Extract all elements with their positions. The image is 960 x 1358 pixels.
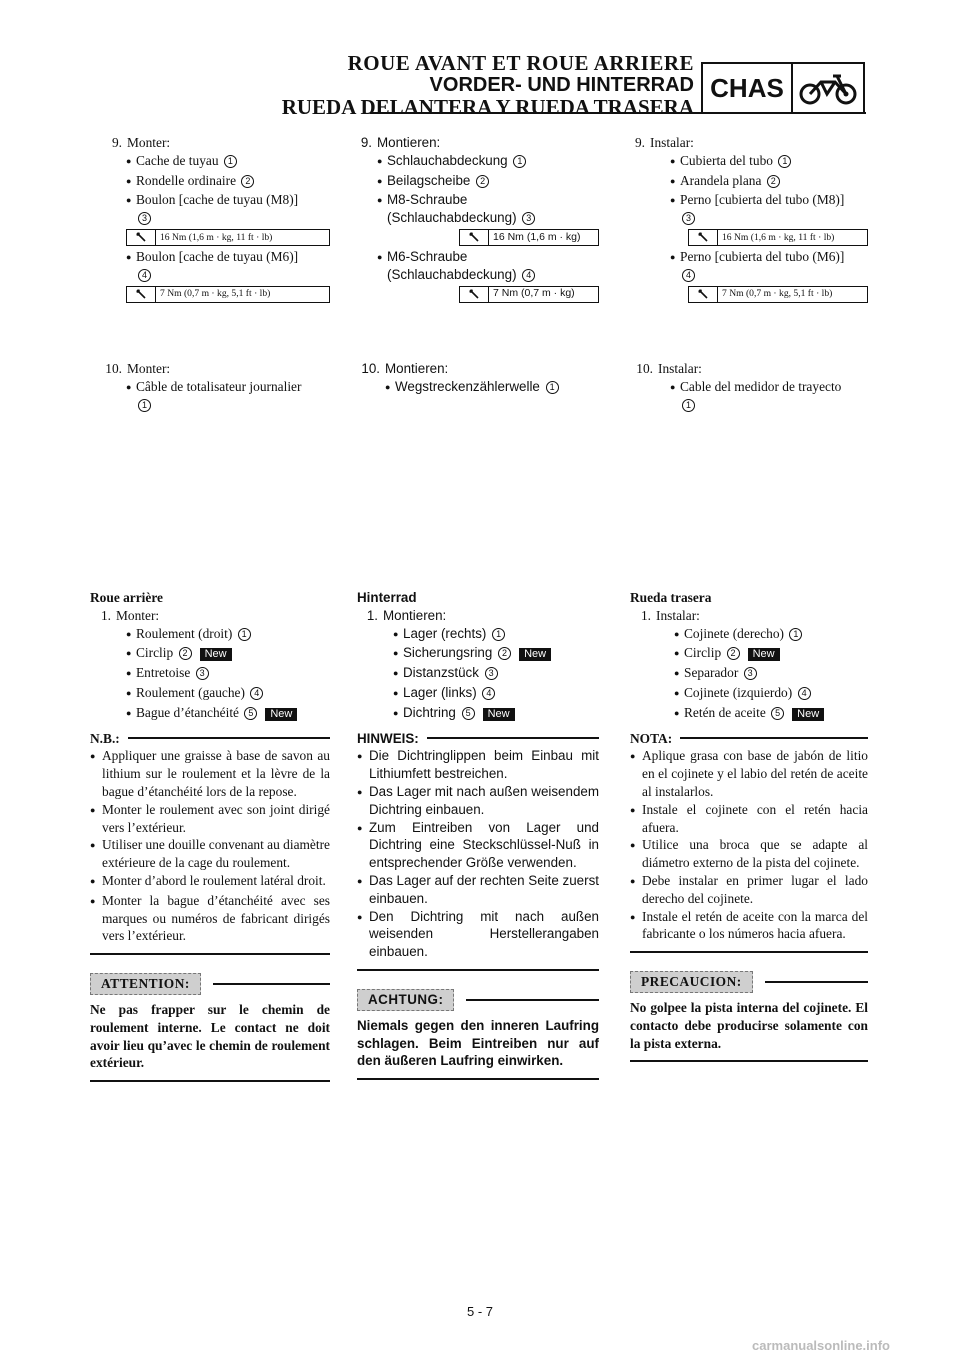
section-title: Rueda trasera xyxy=(630,590,712,605)
wrench-icon xyxy=(689,229,718,245)
wrench-icon xyxy=(689,286,718,302)
warning-heading: PRECAUCION: xyxy=(630,971,868,993)
new-part-badge: New xyxy=(792,707,825,721)
new-part-badge: New xyxy=(199,648,232,662)
section-tag-box: CHAS xyxy=(701,62,865,114)
es-step-10: 10.Instalar: Cable del medidor de trayec… xyxy=(630,360,868,413)
wrench-icon xyxy=(460,229,489,245)
note-heading: NOTA: xyxy=(630,730,868,748)
section-title: Hinterrad xyxy=(357,590,417,605)
wrench-icon xyxy=(127,286,156,302)
wrench-icon xyxy=(127,229,156,245)
de-step-9: 9.Montieren: Schlauchabdeckung 1 Beilags… xyxy=(357,134,599,305)
de-step-10: 10.Montieren: Wegstreckenzählerwelle 1 xyxy=(357,360,599,398)
header-rule xyxy=(370,112,866,114)
new-part-badge: New xyxy=(482,707,515,721)
warning-heading: ATTENTION: xyxy=(90,973,330,995)
torque-spec: 7 Nm (0,7 m · kg, 5,1 ft · lb) xyxy=(126,285,330,303)
de-rear-wheel: Hinterrad 1.Montieren: Lager (rechts) 1 … xyxy=(357,589,599,1088)
fr-rear-wheel: Roue arrière 1.Monter: Roulement (droit)… xyxy=(90,589,330,1090)
header-title-de: VORDER- UND HINTERRAD xyxy=(429,74,694,96)
torque-spec: 16 Nm (1,6 m · kg, 11 ft · lb) xyxy=(126,228,330,246)
motorcycle-icon xyxy=(793,70,863,106)
torque-spec: 16 Nm (1,6 m · kg) xyxy=(459,228,599,246)
warning-text: Niemals gegen den inneren Laufring schla… xyxy=(357,1017,599,1069)
warning-text: Ne pas frapper sur le chemin de roulemen… xyxy=(90,1001,330,1071)
note-heading: N.B.: xyxy=(90,730,330,748)
page-header-titles: ROUE AVANT ET ROUE ARRIERE VORDER- UND H… xyxy=(282,52,694,118)
new-part-badge: New xyxy=(747,648,780,662)
warning-text: No golpee la pista interna del cojinete.… xyxy=(630,999,868,1051)
es-rear-wheel: Rueda trasera 1.Instalar: Cojinete (dere… xyxy=(630,589,868,1070)
new-part-badge: New xyxy=(265,707,298,721)
warning-heading: ACHTUNG: xyxy=(357,988,599,1011)
fr-step-10: 10.Monter: Câble de totalisateur journal… xyxy=(90,360,330,413)
new-part-badge: New xyxy=(519,648,552,662)
fr-step-9: 9.Monter: Cache de tuyau 1 Rondelle ordi… xyxy=(90,134,330,305)
note-heading: HINWEIS: xyxy=(357,730,599,748)
section-title: Roue arrière xyxy=(90,590,163,605)
page-number: 5 - 7 xyxy=(466,1304,493,1319)
es-step-9: 9.Instalar: Cubierta del tubo 1 Arandela… xyxy=(630,134,868,305)
header-title-fr: ROUE AVANT ET ROUE ARRIERE xyxy=(347,51,694,75)
torque-spec: 7 Nm (0,7 m · kg, 5,1 ft · lb) xyxy=(688,285,868,303)
section-tag: CHAS xyxy=(703,64,793,112)
header-title-es: RUEDA DELANTERA Y RUEDA TRASERA xyxy=(281,95,694,119)
torque-spec: 7 Nm (0,7 m · kg) xyxy=(459,285,599,303)
watermark: carmanualsonline.info xyxy=(752,1338,890,1353)
wrench-icon xyxy=(460,286,489,302)
torque-spec: 16 Nm (1,6 m · kg, 11 ft · lb) xyxy=(688,228,868,246)
